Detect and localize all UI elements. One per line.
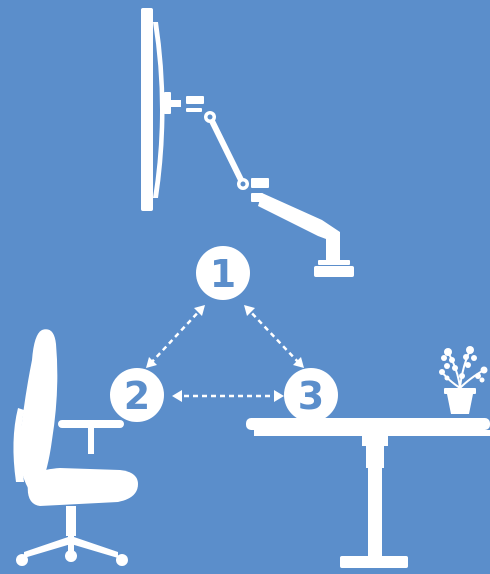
badge-2-label: 2 (124, 374, 150, 418)
standing-desk-icon (246, 418, 490, 568)
arrowheads (146, 305, 304, 402)
office-chair-icon (13, 329, 138, 566)
badge-1: 1 (196, 246, 250, 300)
monitor-arm-icon (141, 8, 354, 277)
potted-plant-icon (439, 346, 488, 414)
connector-1-2 (149, 306, 204, 365)
badge-2: 2 (110, 368, 164, 422)
connector-arrows (149, 306, 301, 398)
connector-1-3 (245, 306, 301, 365)
badge-1-label: 1 (210, 252, 236, 296)
badge-3: 3 (284, 368, 338, 422)
badge-3-label: 3 (298, 374, 324, 418)
